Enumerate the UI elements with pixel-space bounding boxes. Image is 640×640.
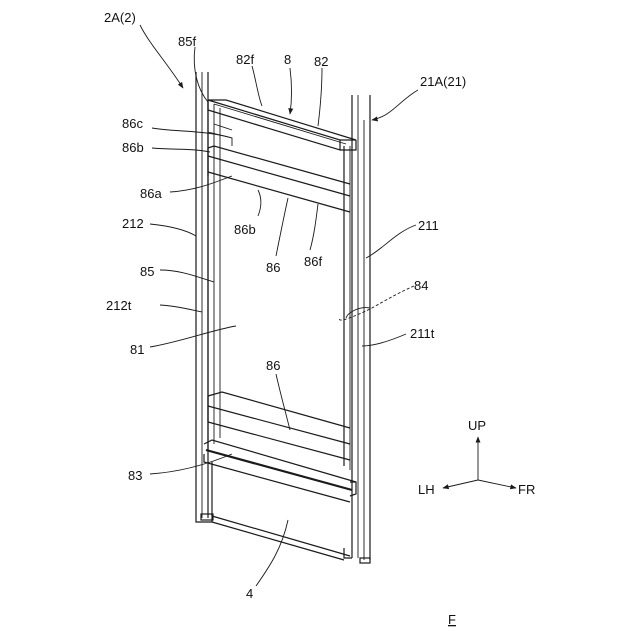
axis-lh: LH <box>418 482 435 497</box>
direction-axes <box>443 437 516 488</box>
label-86b-mid: 86b <box>234 222 256 237</box>
label-82: 82 <box>314 54 328 69</box>
lh-arrow-icon <box>443 480 478 488</box>
axis-up: UP <box>468 418 486 433</box>
reference-labels: 2A(2) 85f 82f 8 82 21A(21) 86c 86b 86a 8… <box>104 10 466 627</box>
label-212t: 212t <box>106 298 132 313</box>
axis-labels: UP LH FR <box>418 418 535 497</box>
label-4: 4 <box>246 586 253 601</box>
label-84: 84 <box>414 278 428 293</box>
label-211t: 211t <box>410 326 435 341</box>
bottom-rail-83 <box>204 440 356 502</box>
label-86-top: 86 <box>266 260 280 275</box>
leader-lines <box>140 25 418 586</box>
label-85f: 85f <box>178 34 196 49</box>
lower-panel-4 <box>212 462 352 560</box>
label-F: F <box>448 612 456 627</box>
label-212: 212 <box>122 216 144 231</box>
label-86c: 86c <box>122 116 143 131</box>
label-81: 81 <box>130 342 144 357</box>
top-beam-82 <box>208 100 356 150</box>
label-86a: 86a <box>140 186 162 201</box>
label-2A: 2A(2) <box>104 10 136 25</box>
label-8: 8 <box>284 52 291 67</box>
right-post-211 <box>352 95 370 563</box>
axis-fr: FR <box>518 482 535 497</box>
label-83: 83 <box>128 468 142 483</box>
label-21A: 21A(21) <box>420 74 466 89</box>
label-86-bottom: 86 <box>266 358 280 373</box>
frame-85 <box>208 100 350 470</box>
label-211: 211 <box>418 218 439 233</box>
label-86f: 86f <box>304 254 322 269</box>
label-86b-top: 86b <box>122 140 144 155</box>
lower-beam-86 <box>208 392 350 460</box>
label-82f: 82f <box>236 52 254 67</box>
label-85: 85 <box>140 264 154 279</box>
fr-arrow-icon <box>478 480 516 488</box>
